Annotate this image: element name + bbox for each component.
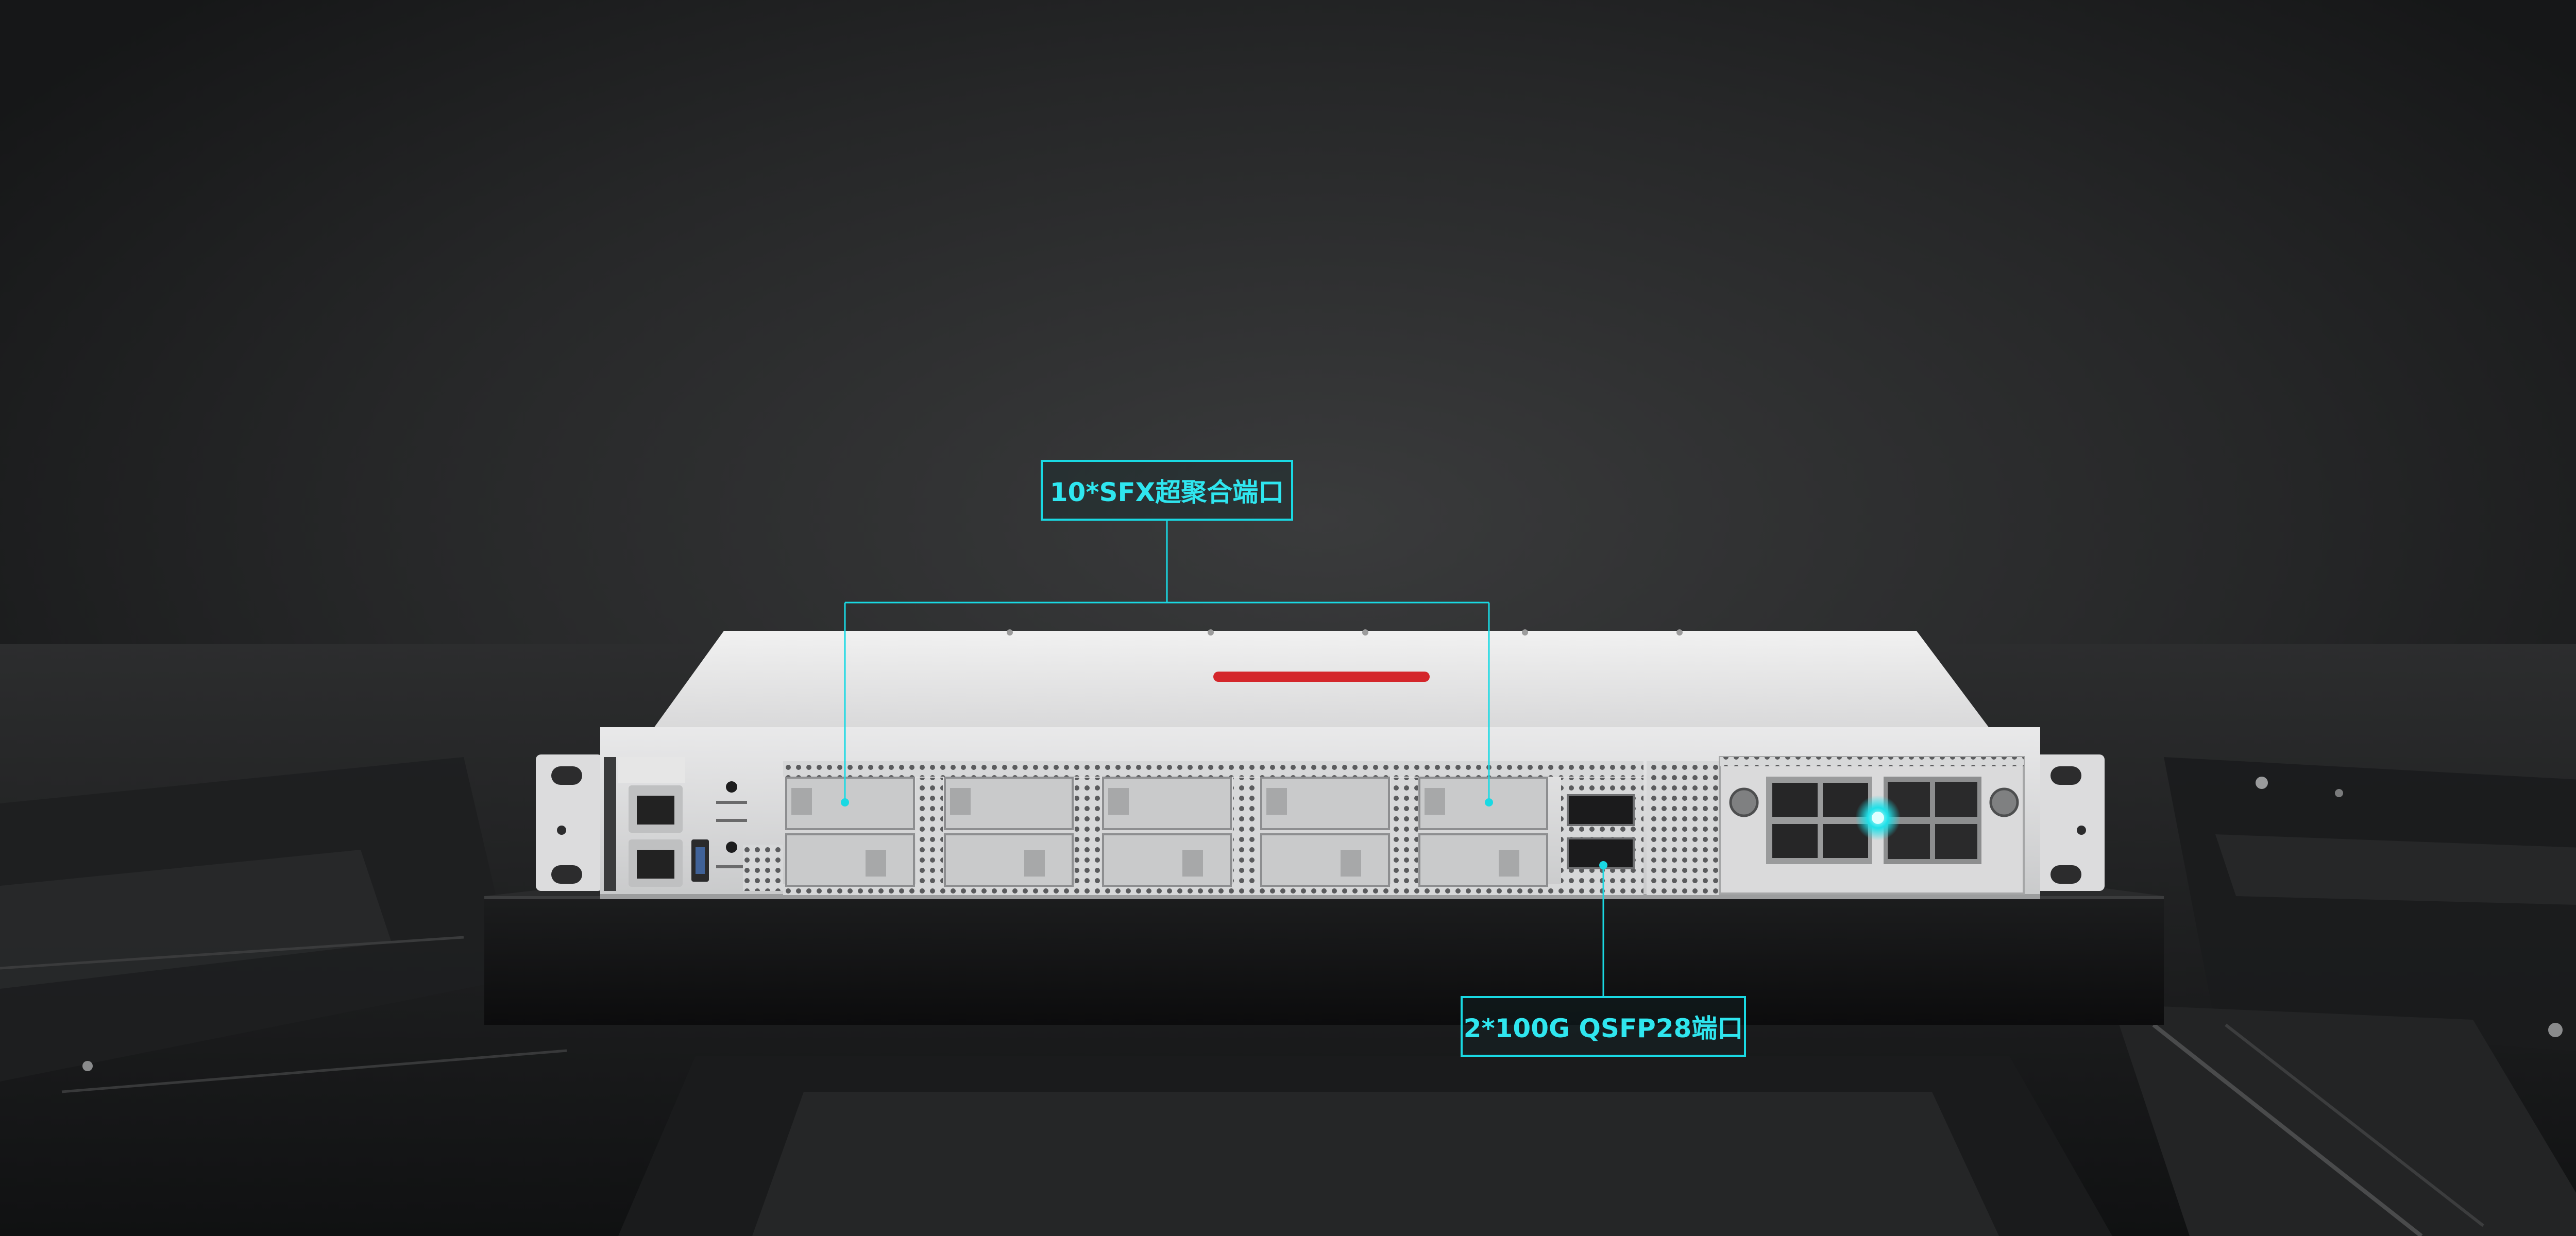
switch-chassis [536,629,2105,899]
callout-connector-sfx [844,521,1490,801]
callout-qsfp28-ports-label: 2*100G QSFP28端口 [1461,996,1746,1057]
expansion-card [1647,756,2025,895]
sfx-anchor-dot [1485,798,1493,806]
sfx-anchor-dot [841,798,849,806]
callout-sfx-ports-label: 10*SFX超聚合端口 [1041,460,1293,521]
qsfp28-ports [1561,778,1643,886]
sfx-port-modules [785,777,1548,887]
qsfp-anchor-dot [1599,861,1607,869]
